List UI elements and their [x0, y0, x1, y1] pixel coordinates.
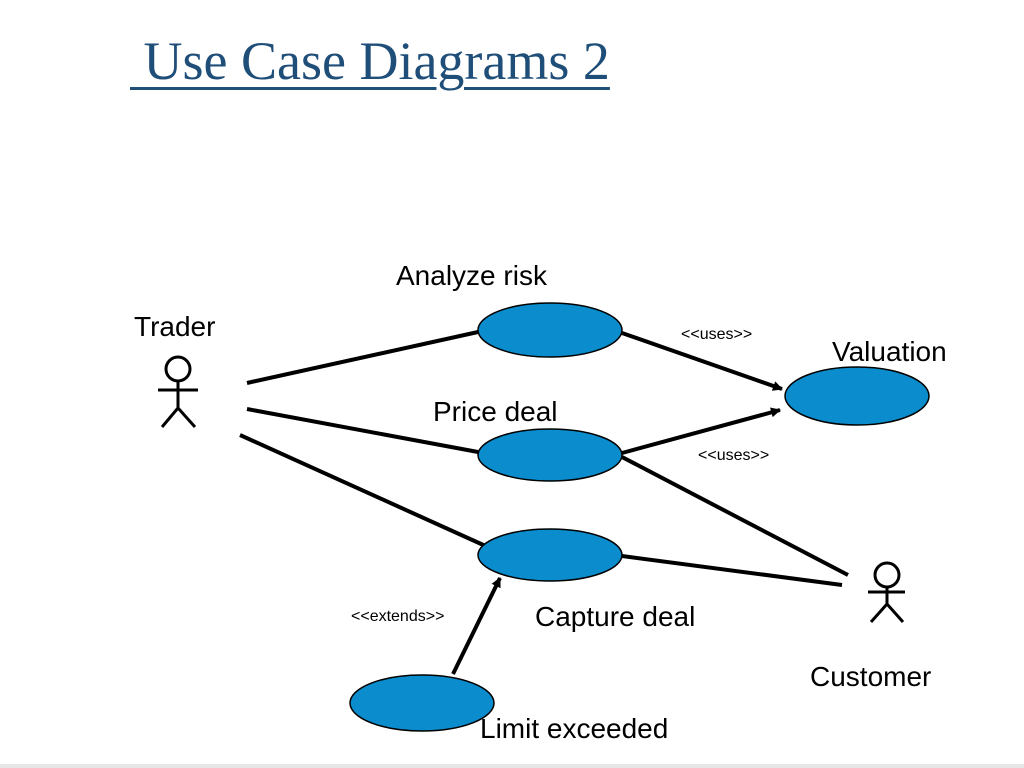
- trader-label: Trader: [134, 311, 215, 342]
- use-case-valuation: [784, 366, 930, 426]
- trader-actor-icon: [158, 355, 198, 429]
- use-case-capture-deal: [477, 528, 623, 582]
- uses-arrow-analyze-valuation: [621, 331, 783, 391]
- uses-arrow-price-valuation: [621, 407, 781, 455]
- analyze-risk-label: Analyze risk: [396, 260, 548, 291]
- page-title: Use Case Diagrams 2: [130, 31, 610, 91]
- price-deal-label: Price deal: [433, 396, 558, 427]
- customer-label: Customer: [810, 661, 931, 692]
- trader-price-deal-line: [246, 407, 479, 454]
- customer-capture-deal-line: [621, 554, 843, 587]
- extends-arrow: [451, 577, 502, 675]
- use-case-price-deal: [477, 428, 623, 482]
- extends-label: <<extends>>: [351, 608, 444, 625]
- use-case-limit-exceeded: [349, 674, 495, 732]
- use-case-analyze-risk: [477, 302, 623, 358]
- uses-label-2: <<uses>>: [698, 447, 769, 464]
- bottom-divider: [0, 764, 1024, 768]
- limit-exceeded-label: Limit exceeded: [480, 713, 668, 744]
- valuation-label: Valuation: [832, 336, 947, 367]
- uses-label-1: <<uses>>: [681, 326, 752, 343]
- capture-deal-label: Capture deal: [535, 601, 695, 632]
- customer-actor-icon: [868, 561, 905, 623]
- customer-price-deal-line: [621, 455, 849, 577]
- trader-analyze-risk-line: [246, 330, 479, 385]
- trader-capture-deal-line: [239, 433, 491, 550]
